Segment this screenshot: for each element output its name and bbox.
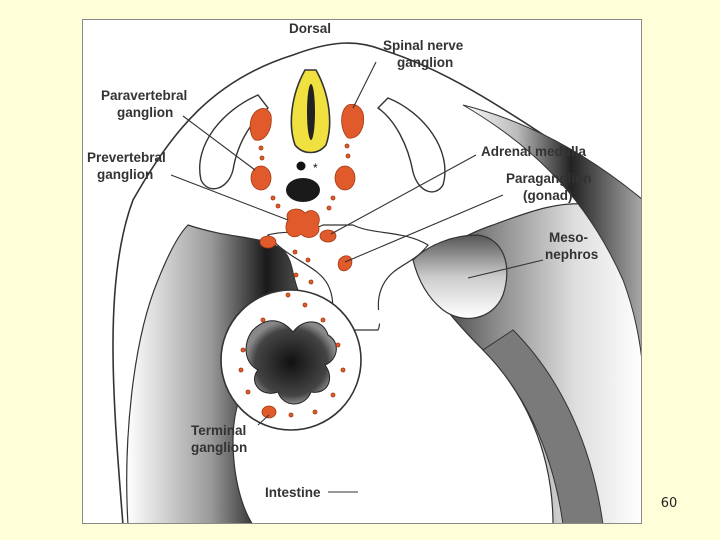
- neural-canal: [307, 84, 315, 140]
- right-paravertebral-ganglion: [334, 165, 356, 191]
- right-somite: [376, 97, 446, 193]
- lateral-body-wall: [462, 104, 641, 358]
- intestine-lumen: [245, 320, 337, 405]
- notochord-star: *: [313, 161, 318, 175]
- label-intestine: Intestine: [265, 485, 321, 500]
- label-paravertebral-ganglion: Paravertebral ganglion: [101, 88, 191, 120]
- label-mesonephros: Meso- nephros: [545, 230, 598, 262]
- page-number: 60: [660, 496, 678, 511]
- prevertebral-ganglion: [285, 208, 320, 238]
- label-prevertebral-ganglion: Prevertebral ganglion: [87, 150, 170, 182]
- right-spinal-ganglion: [341, 103, 365, 139]
- left-adrenal-medulla: [259, 235, 277, 249]
- label-paraganglion: Paraganglion (gonad): [506, 171, 595, 203]
- embryo-cross-section-diagram: * Dorsal: [82, 19, 642, 524]
- paraganglion-gonad: [337, 255, 353, 272]
- dorsal-aorta: [286, 178, 320, 202]
- notochord: [296, 161, 306, 171]
- left-paravertebral-ganglion: [250, 165, 272, 191]
- label-terminal-ganglion: Terminal ganglion: [191, 423, 250, 455]
- diagram-svg: * Dorsal: [87, 21, 641, 523]
- left-spinal-ganglion: [249, 108, 272, 141]
- label-spinal-nerve-ganglion: Spinal nerve ganglion: [383, 38, 467, 70]
- right-adrenal-medulla: [319, 229, 337, 243]
- label-adrenal-medulla: Adrenal medulla: [481, 144, 587, 159]
- right-lower-ridge: [482, 329, 604, 523]
- dorsal-mesentery: [266, 224, 429, 331]
- terminal-ganglion: [261, 405, 277, 419]
- label-dorsal: Dorsal: [289, 21, 331, 36]
- mesonephros-ridge: [412, 234, 508, 319]
- leader-lines: [170, 61, 544, 493]
